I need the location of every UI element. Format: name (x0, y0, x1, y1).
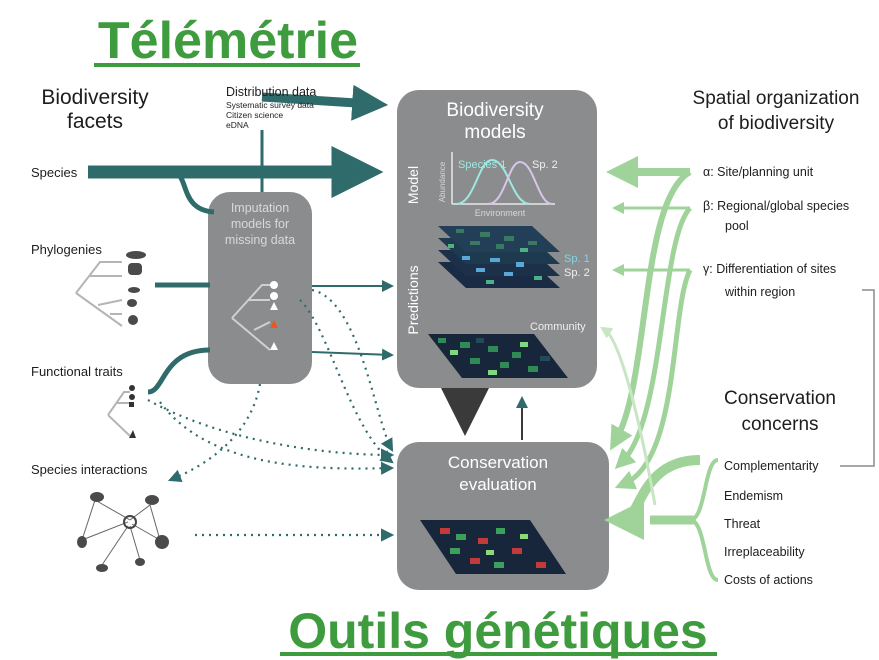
phylogeny-tree-icon (75, 261, 123, 327)
bottom-title: Outils génétiques (280, 603, 717, 659)
species-label: Species (31, 165, 78, 180)
distribution-item-1: Systematic survey data (226, 100, 314, 110)
concern-irreplaceability: Irreplaceability (724, 545, 805, 559)
evaluation-line2: evaluation (459, 475, 537, 494)
species2-label: Sp. 2 (532, 159, 558, 171)
top-title: Télémétrie (94, 12, 360, 70)
genetic-tools-title: Outils génétiques (288, 603, 708, 659)
community-map: Community (428, 321, 586, 378)
spatial-heading-line2: of biodiversity (718, 113, 835, 134)
gamma-label-line1: γ: Differentiation of sites (703, 262, 836, 276)
phylogenies-label: Phylogenies (31, 242, 102, 257)
imputation-line3: missing data (225, 233, 295, 247)
traits-tree-icon (107, 385, 136, 438)
concerns-heading-line1: Conservation (724, 388, 836, 409)
green-arrows (600, 156, 719, 582)
concern-endemism: Endemism (724, 489, 783, 503)
sp2-label: Sp. 2 (564, 267, 590, 279)
abundance-curves: Abundance Environment Species 1 Sp. 2 (438, 152, 558, 218)
alpha-label: α: Site/planning unit (703, 165, 814, 179)
imputation-tree-icon (231, 281, 278, 351)
community-label: Community (530, 321, 586, 333)
facets-heading-line2: facets (67, 110, 123, 133)
evaluation-line1: Conservation (448, 453, 548, 472)
animal-silhouettes-icon (126, 251, 146, 325)
facets-heading-line1: Biodiversity (41, 86, 149, 109)
models-title-line1: Biodiversity (446, 100, 544, 121)
functional-traits-label: Functional traits (31, 364, 123, 379)
imputation-line2: models for (231, 217, 289, 231)
beta-label-line2: pool (725, 219, 749, 233)
predictions-label: Predictions (405, 265, 421, 334)
concern-costs: Costs of actions (724, 573, 813, 587)
concern-complementarity: Complementarity (724, 459, 819, 473)
spatial-heading-line1: Spatial organization (693, 88, 860, 109)
prediction-maps: Sp. 1 Sp. 2 (438, 226, 590, 288)
concern-threat: Threat (724, 517, 761, 531)
environment-axis-label: Environment (475, 208, 526, 218)
model-label: Model (405, 166, 421, 204)
distribution-item-3: eDNA (226, 120, 249, 130)
teal-arrows (88, 84, 395, 542)
concerns-heading-line2: concerns (741, 414, 818, 435)
imputation-line1: Imputation (231, 201, 289, 215)
models-title-line2: models (464, 122, 525, 143)
telemetry-title: Télémétrie (98, 12, 358, 70)
abundance-axis-label: Abundance (438, 161, 447, 202)
beta-label-line1: β: Regional/global species (703, 199, 849, 213)
sp1-label: Sp. 1 (564, 253, 590, 265)
gamma-bracket (840, 289, 875, 467)
distribution-item-2: Citizen science (226, 110, 283, 120)
gamma-label-line2: within region (724, 285, 795, 299)
evaluation-map (420, 520, 566, 574)
species1-label: Species 1 (458, 159, 506, 171)
interaction-web-icon (77, 492, 169, 572)
species-interactions-label: Species interactions (31, 462, 148, 477)
distribution-title: Distribution data (226, 85, 316, 99)
